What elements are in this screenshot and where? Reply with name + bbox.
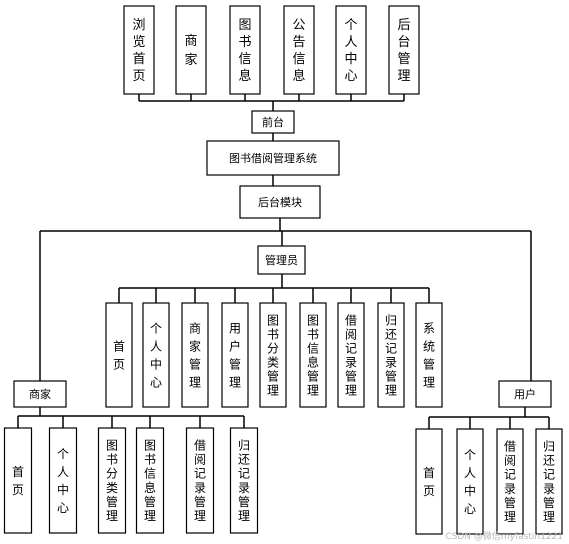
user-module-4: 归还记录管理	[535, 428, 563, 535]
user-module-3: 借阅记录管理	[496, 428, 524, 535]
admin-module-8: 归还记录管理	[377, 302, 405, 408]
admin-module-8-label: 归还记录管理	[385, 313, 397, 397]
frontend-box: 前台	[251, 110, 295, 134]
admin-module-6: 图书信息管理	[299, 302, 327, 408]
admin-module-4: 用户管理	[221, 302, 249, 408]
top-module-6: 后台管理	[388, 5, 420, 95]
admin-module-2: 个人中心	[142, 302, 170, 408]
user-module-3-label: 借阅记录管理	[504, 439, 516, 524]
merchant-module-5: 借阅记录管理	[185, 427, 215, 534]
merchant-module-3-label: 图书分类管理	[106, 438, 118, 523]
admin-box: 管理员	[257, 245, 306, 275]
admin-module-4-label: 用户管理	[229, 321, 241, 389]
admin-module-6-label: 图书信息管理	[307, 313, 319, 397]
merchant-module-2: 个人中心	[48, 427, 78, 534]
merchant-module-2-label: 个人中心	[57, 447, 69, 515]
system-box: 图书借阅管理系统	[206, 140, 340, 176]
top-module-6-label: 后台管理	[397, 18, 410, 84]
user-box-label: 用户	[514, 387, 536, 401]
top-module-5: 个人中心	[335, 5, 367, 95]
system-box-label: 图书借阅管理系统	[229, 151, 317, 165]
user-module-2-label: 个人中心	[464, 448, 476, 516]
merchant-module-1-label: 首页	[12, 465, 24, 497]
admin-box-label: 管理员	[265, 253, 298, 267]
top-module-3-label: 图书信息	[238, 18, 251, 84]
admin-module-5: 图书分类管理	[259, 302, 287, 408]
top-module-4-label: 公告信息	[292, 18, 305, 84]
user-module-1-label: 首页	[423, 466, 435, 498]
admin-module-2-label: 个人中心	[150, 321, 162, 389]
merchant-module-6: 归还记录管理	[229, 427, 259, 534]
top-module-3: 图书信息	[229, 5, 261, 95]
merchant-module-3: 图书分类管理	[97, 427, 127, 534]
admin-module-3-label: 商家管理	[189, 320, 201, 389]
merchant-module-6-label: 归还记录管理	[238, 438, 250, 523]
merchant-module-5-label: 借阅记录管理	[194, 438, 206, 523]
merchant-box: 商家	[13, 380, 67, 408]
top-module-5-label: 个人中心	[344, 18, 357, 84]
top-module-1-label: 浏览首页	[132, 17, 145, 84]
user-module-4-label: 归还记录管理	[543, 439, 555, 524]
top-module-2-label: 商家	[184, 34, 197, 68]
top-module-4: 公告信息	[283, 5, 315, 95]
user-box: 用户	[498, 380, 552, 408]
user-module-1: 首页	[415, 428, 443, 535]
merchant-module-4-label: 图书信息管理	[144, 438, 156, 523]
admin-module-9: 系统管理	[415, 302, 443, 408]
top-module-1: 浏览首页	[123, 5, 155, 95]
backend-box-label: 后台模块	[258, 195, 302, 209]
merchant-module-1: 首页	[3, 427, 33, 534]
top-module-2: 商家	[175, 5, 207, 95]
admin-module-1-label: 首页	[113, 339, 125, 371]
merchant-box-label: 商家	[29, 387, 51, 401]
admin-module-7: 借阅记录管理	[337, 302, 365, 408]
admin-module-9-label: 系统管理	[423, 321, 435, 389]
admin-module-3: 商家管理	[181, 302, 209, 408]
admin-module-7-label: 借阅记录管理	[345, 313, 357, 397]
merchant-module-4: 图书信息管理	[135, 427, 165, 534]
frontend-box-label: 前台	[262, 115, 284, 129]
admin-module-5-label: 图书分类管理	[267, 313, 279, 397]
admin-module-1: 首页	[105, 302, 133, 408]
backend-box: 后台模块	[239, 185, 321, 219]
user-module-2: 个人中心	[456, 428, 484, 535]
watermark: CSDN @微信myfastin1221	[445, 532, 563, 542]
